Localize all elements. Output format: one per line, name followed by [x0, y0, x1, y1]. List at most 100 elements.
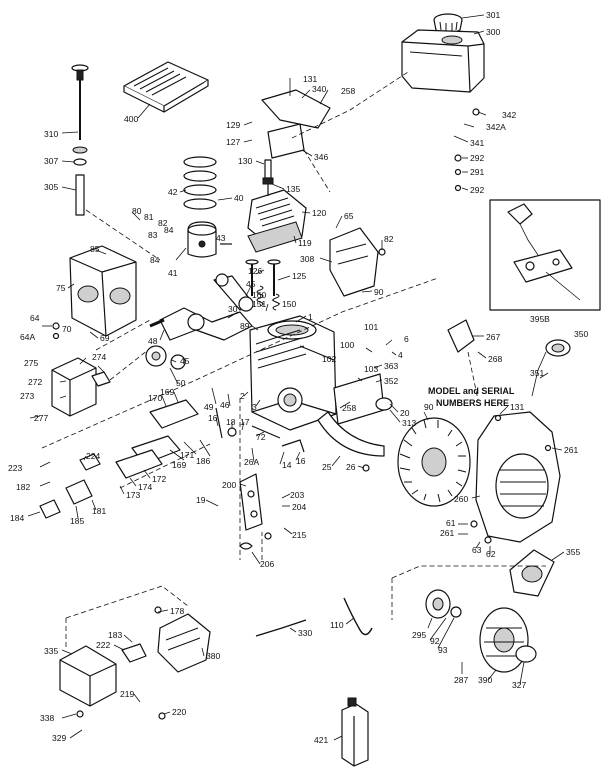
callout-119: 119: [298, 238, 312, 248]
callout-19: 19: [196, 495, 206, 505]
callout-75: 75: [56, 283, 66, 293]
callout-26a: 26A: [244, 457, 259, 467]
primer-bulb: [531, 339, 571, 397]
callout-185: 185: [70, 516, 84, 526]
callout-90: 90: [424, 402, 434, 412]
carburetor-adapter: [39, 453, 101, 519]
callout-338: 338: [40, 713, 54, 723]
intake-manifold: [115, 399, 199, 479]
camshaft-gear: [145, 345, 186, 370]
callout-labels: 301 300 400 131 340 258 342 342A 341 310…: [8, 10, 588, 745]
callout-181: 181: [92, 506, 106, 516]
callout-26: 26: [346, 462, 356, 472]
connecting-rod: [213, 273, 254, 312]
callout-421: 421: [314, 735, 328, 745]
callout-275: 275: [24, 358, 38, 368]
callout-103: 103: [364, 364, 378, 374]
starter-pulley: [425, 589, 462, 619]
callout-224: 224: [86, 451, 100, 461]
callout-135: 135: [286, 184, 300, 194]
callout-171: 171: [180, 450, 194, 460]
callout-169-lower: 169: [172, 460, 186, 470]
callout-1: 1: [308, 312, 313, 322]
callout-93: 93: [438, 645, 448, 655]
callout-170: 170: [148, 393, 162, 403]
callout-30: 30: [228, 304, 238, 314]
callout-340: 340: [312, 84, 326, 94]
callout-206: 206: [260, 559, 274, 569]
callout-174: 174: [138, 482, 152, 492]
ignition-armature: [375, 397, 393, 411]
callout-261-lower: 261: [440, 528, 454, 538]
callout-277: 277: [34, 413, 48, 423]
cylinder-head: [247, 189, 307, 253]
valves-and-springs: [245, 259, 281, 311]
recoil-starter: [479, 607, 537, 673]
callout-330: 330: [298, 628, 312, 638]
callout-64: 64: [30, 313, 40, 323]
callout-82-right: 82: [384, 234, 394, 244]
callout-395b: 395B: [530, 314, 550, 324]
callout-92: 92: [430, 636, 440, 646]
callout-81: 81: [144, 212, 154, 222]
callout-65: 65: [344, 211, 354, 221]
callout-20: 20: [400, 408, 410, 418]
control-bracket: [447, 319, 475, 353]
callout-42: 42: [168, 187, 178, 197]
air-guide-bracket: [261, 89, 331, 159]
ignition-wire: [255, 597, 373, 637]
callout-292-lower: 292: [470, 185, 484, 195]
callout-363: 363: [384, 361, 398, 371]
callout-310: 310: [44, 129, 58, 139]
callout-126: 126: [248, 266, 262, 276]
callout-341: 341: [470, 138, 484, 148]
callout-45-lower: 45: [180, 356, 190, 366]
callout-90-upper: 90: [374, 287, 384, 297]
hose-clip: [239, 542, 253, 550]
callout-4: 4: [398, 350, 403, 360]
callout-127: 127: [226, 137, 240, 147]
callout-151: 151: [252, 299, 266, 309]
callout-131: 131: [303, 74, 317, 84]
callout-129: 129: [226, 120, 240, 130]
callout-46: 46: [220, 400, 230, 410]
callout-335: 335: [44, 646, 58, 656]
callout-41: 41: [168, 268, 178, 278]
callout-178: 178: [170, 606, 184, 616]
callout-355: 355: [566, 547, 580, 557]
callout-223: 223: [8, 463, 22, 473]
air-cleaner: [59, 645, 117, 707]
dipstick-tube-assembly: [71, 64, 89, 216]
callout-400: 400: [124, 114, 138, 124]
callout-18: 18: [226, 417, 236, 427]
callout-184: 184: [10, 513, 24, 523]
callout-292: 292: [470, 153, 484, 163]
callout-6: 6: [404, 334, 409, 344]
callout-329: 329: [52, 733, 66, 743]
callout-14: 14: [282, 460, 292, 470]
callout-61: 61: [446, 518, 456, 528]
callout-287: 287: [454, 675, 468, 685]
callout-327: 327: [512, 680, 526, 690]
blower-housing: [475, 411, 561, 543]
callout-272: 272: [28, 377, 42, 387]
callout-260: 260: [454, 494, 468, 504]
piston: [187, 221, 232, 258]
callout-346: 346: [314, 152, 328, 162]
callout-342: 342: [502, 110, 516, 120]
callout-295: 295: [412, 630, 426, 640]
crankcase-block: [249, 315, 337, 431]
callout-305: 305: [44, 182, 58, 192]
callout-222: 222: [96, 640, 110, 650]
callout-204: 204: [292, 502, 306, 512]
callout-150: 150: [282, 299, 296, 309]
callout-25: 25: [322, 462, 332, 472]
callout-16-lower: 16: [296, 456, 306, 466]
callout-102: 102: [322, 354, 336, 364]
callout-342a: 342A: [486, 122, 506, 132]
crankcase-breather: [329, 227, 379, 297]
callout-50: 50: [176, 378, 186, 388]
callout-72: 72: [256, 432, 266, 442]
callout-307: 307: [44, 156, 58, 166]
